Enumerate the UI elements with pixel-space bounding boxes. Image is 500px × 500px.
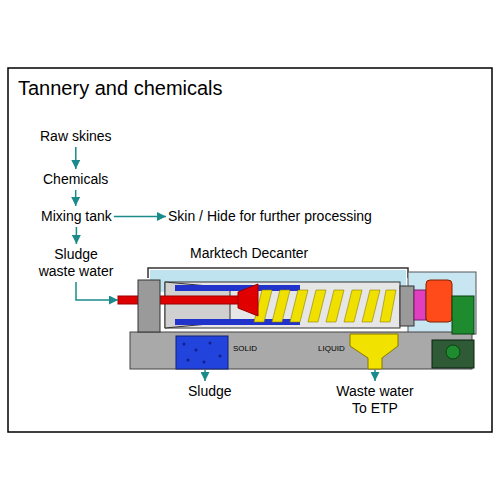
solid-outlet (176, 336, 228, 369)
node-text: Sludge (188, 383, 232, 400)
node-text: Skin / Hide for further processing (168, 208, 372, 225)
motor (452, 296, 474, 334)
flow-arrow (76, 227, 78, 244)
node-text: Raw skines (40, 128, 112, 145)
sludge-outlet: Sludge (186, 381, 234, 402)
liquid-hopper (350, 334, 398, 369)
drive-housing (408, 272, 476, 334)
cover-frame (148, 268, 408, 278)
drive-drum (426, 280, 452, 322)
node-text: Sludge waste water (37, 246, 115, 280)
motor-fan (446, 345, 460, 359)
node-text: Marktech Decanter (190, 245, 480, 262)
outer-frame (8, 68, 492, 432)
bearing (138, 280, 160, 332)
node-text: Chemicals (43, 171, 108, 188)
flow-arrow (374, 370, 376, 381)
motor-base (432, 340, 474, 368)
feed-pipe (118, 296, 240, 304)
decanter-unit: Marktech Decanter (118, 243, 480, 370)
solid-speckle (183, 342, 222, 364)
flow-arrow (76, 282, 118, 300)
flow-step: Chemicals (41, 169, 110, 190)
bearing (400, 286, 414, 326)
node-text: Waste water To ETP (331, 383, 419, 417)
feed-cone (238, 284, 258, 316)
flow-step: Mixing tank (39, 206, 114, 227)
liquid-outlet: Waste water To ETP (329, 381, 421, 419)
node-text: Mixing tank (41, 208, 112, 225)
diagram-title: Tannery and chemicals (18, 76, 223, 100)
flow-arrow (75, 190, 77, 206)
flow-arrow (75, 147, 77, 169)
flow-step: Raw skines (38, 126, 114, 147)
flow-output: Skin / Hide for further processing (166, 206, 374, 227)
scroll-flights (254, 290, 396, 322)
flow-arrow (204, 370, 206, 381)
base-frame (130, 332, 472, 369)
part-label: LIQUID (318, 344, 345, 354)
gearbox (414, 290, 426, 320)
flow-arrow (114, 216, 166, 218)
flow-step: Sludge waste water (35, 244, 117, 282)
part-label: SOLID (233, 344, 257, 354)
bowl (165, 282, 400, 328)
